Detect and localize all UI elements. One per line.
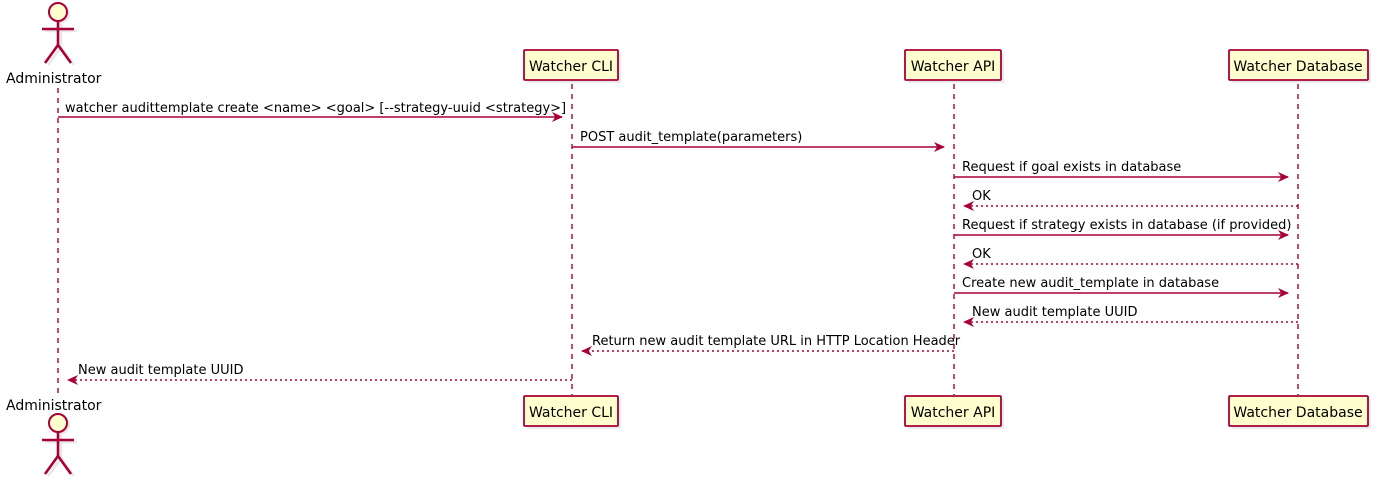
participant-label-watcher-database: Watcher Database: [1233, 405, 1362, 421]
message-label: POST audit_template(parameters): [580, 130, 802, 145]
actor-administrator-top[interactable]: Administrator: [6, 2, 102, 87]
message-label: Request if goal exists in database: [962, 160, 1181, 175]
participant-box: [523, 395, 619, 427]
message-label: New audit template UUID: [78, 363, 243, 378]
participant-box: [1228, 49, 1369, 81]
message-10[interactable]: New audit template UUID: [67, 363, 572, 385]
message-3[interactable]: Request if goal exists in database: [954, 160, 1289, 182]
participant-label-watcher-api: Watcher API: [911, 59, 996, 75]
actor-label-administrator-top: Administrator: [6, 71, 102, 87]
message-9[interactable]: Return new audit template URL in HTTP Lo…: [581, 334, 961, 356]
message-label: New audit template UUID: [972, 305, 1137, 320]
lifelines: [57, 84, 1299, 395]
actor-label-administrator-bottom: Administrator: [6, 398, 102, 414]
participant-watcher-cli-bottom[interactable]: Watcher CLI: [523, 395, 621, 429]
participant-label-watcher-cli: Watcher CLI: [529, 59, 613, 75]
participant-watcher-api-bottom[interactable]: Watcher API: [904, 395, 1004, 429]
participant-watcher-database-top[interactable]: Watcher Database: [1228, 49, 1371, 83]
participant-watcher-cli-top[interactable]: Watcher CLI: [523, 49, 621, 83]
actor-stick-figure-icon: [42, 2, 74, 64]
message-8[interactable]: New audit template UUID: [963, 305, 1298, 327]
message-5[interactable]: Request if strategy exists in database (…: [954, 218, 1291, 240]
actor-stick-figure-icon: [42, 413, 74, 475]
message-7[interactable]: Create new audit_template in database: [954, 276, 1289, 298]
message-label: Create new audit_template in database: [962, 276, 1219, 291]
message-label: Request if strategy exists in database (…: [962, 218, 1291, 233]
participant-box: [904, 395, 1002, 427]
participant-label-watcher-api: Watcher API: [911, 405, 996, 421]
message-1[interactable]: watcher audittemplate create <name> <goa…: [58, 101, 566, 122]
message-label: OK: [972, 189, 991, 204]
message-2[interactable]: POST audit_template(parameters): [572, 130, 945, 152]
participant-box: [523, 49, 619, 81]
message-6[interactable]: OK: [963, 247, 1298, 269]
message-4[interactable]: OK: [963, 189, 1298, 211]
participant-watcher-api-top[interactable]: Watcher API: [904, 49, 1004, 83]
participant-watcher-database-bottom[interactable]: Watcher Database: [1228, 395, 1371, 429]
participant-box: [904, 49, 1002, 81]
message-label: watcher audittemplate create <name> <goa…: [65, 101, 566, 116]
participant-box: [1228, 395, 1369, 427]
participant-label-watcher-database: Watcher Database: [1233, 59, 1362, 75]
participant-label-watcher-cli: Watcher CLI: [529, 405, 613, 421]
actor-administrator-bottom[interactable]: Administrator: [6, 398, 102, 477]
message-label: Return new audit template URL in HTTP Lo…: [592, 334, 961, 349]
message-label: OK: [972, 247, 991, 262]
